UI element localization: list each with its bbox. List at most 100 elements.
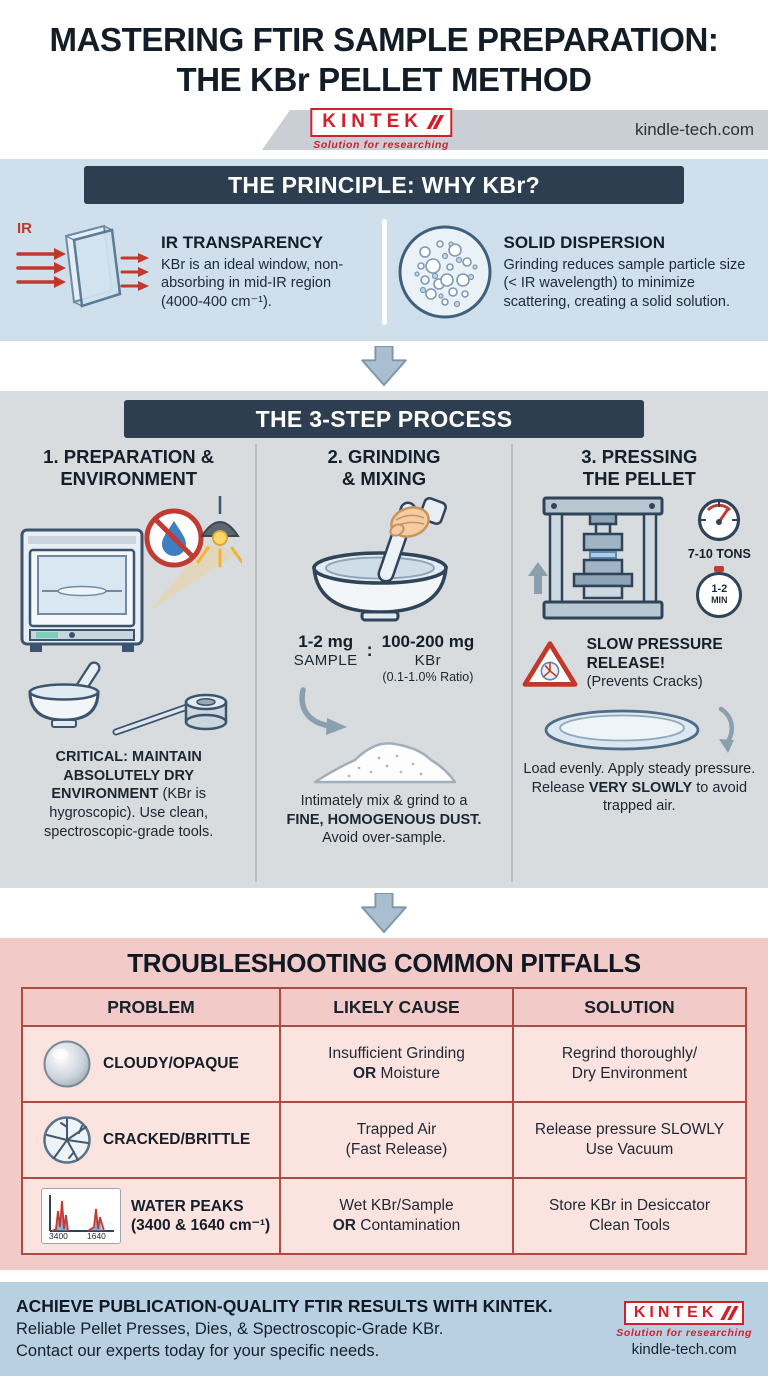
kintek-logo: KINTEK Solution for researching (616, 1300, 752, 1339)
ratio-note: (0.1-1.0% Ratio) (382, 669, 474, 684)
problem-line1: WATER PEAKS (131, 1197, 244, 1215)
website-text: kindle-tech.com (634, 120, 754, 139)
step-2-title: 2. GRINDING & MIXING (265, 446, 502, 490)
kintek-logo-box: KINTEK (310, 108, 453, 137)
cause-bold: OR (332, 1217, 356, 1234)
flow-arrow-zone (0, 888, 768, 938)
cause-line: (Fast Release) (345, 1141, 448, 1158)
peak-wavenumber-label: 1640 (87, 1230, 106, 1241)
solid-dispersion-text: SOLID DISPERSION Grinding reduces sample… (504, 233, 755, 312)
process-columns: 1. PREPARATION & ENVIRONMENT (0, 444, 768, 882)
press-gauges: 7-10 TONS 1-2 MIN (688, 494, 751, 618)
logo-slashes-icon (720, 1305, 739, 1320)
step-3-title: 3. PRESSING THE PELLET (521, 446, 758, 490)
principle-columns: IR (0, 209, 768, 335)
step-3-caption: Load evenly. Apply steady pressure. Rele… (521, 760, 758, 817)
solid-dispersion-body: Grinding reduces sample particle size (<… (503, 256, 746, 310)
table-row-cloudy: CLOUDY/OPAQUE Insufficient Grinding OR M… (21, 1025, 747, 1103)
step-3-caption-post: to avoid trapped air. (603, 779, 748, 815)
ir-window-figure: IR (14, 220, 152, 324)
kbr-ratio-part: 100-200 mg KBr (0.1-1.0% Ratio) (382, 632, 475, 684)
step-3-pressing: 3. PRESSING THE PELLET (510, 444, 766, 882)
footer-headline: ACHIEVE PUBLICATION-QUALITY FTIR RESULTS… (16, 1296, 553, 1317)
heat-lamp-icon (196, 495, 242, 568)
ir-transparency-body: KBr is an ideal window, non-absorbing in… (161, 256, 344, 310)
problem-cell: CRACKED/BRITTLE (21, 1101, 281, 1179)
table-header-row: PROBLEM LIKELY CAUSE SOLUTION (21, 987, 747, 1027)
column-header-cause: LIKELY CAUSE (279, 987, 514, 1027)
step-2-caption: Intimately mix & grind to a FINE, HOMOGE… (265, 792, 502, 849)
footer-subline-1: Reliable Pellet Presses, Dies, & Spectro… (16, 1320, 444, 1339)
timer-icon: 1-2 MIN (696, 571, 743, 618)
cause-cell: Insufficient Grinding OR Moisture (279, 1025, 514, 1103)
table-row-cracked: CRACKED/BRITTLE Trapped Air (Fast Releas… (21, 1101, 747, 1179)
solution-cell: Regrind thoroughly/ Dry Environment (512, 1025, 747, 1103)
step-1-caption: CRITICAL: MAINTAIN ABSOLUTELY DRY ENVIRO… (10, 748, 247, 842)
title-line-2: THE KBr PELLET METHOD (176, 60, 592, 98)
press-figure-row: 7-10 TONS 1-2 MIN (521, 494, 758, 624)
solution-line: Regrind thoroughly/ (561, 1044, 698, 1062)
step-2-caption-bold: FINE, HOMOGENOUS DUST. (286, 811, 482, 828)
process-section: THE 3-STEP PROCESS 1. PREPARATION & ENVI… (0, 391, 768, 888)
cloudy-pellet-icon (43, 1040, 91, 1088)
spacer (0, 1270, 768, 1282)
hydraulic-press-icon (527, 496, 664, 620)
column-divider (381, 219, 387, 325)
solution-line: Store KBr in Desiccator (548, 1196, 711, 1214)
header: MASTERING FTIR SAMPLE PREPARATION: THE K… (0, 0, 768, 106)
problem-label: CRACKED/BRITTLE (103, 1131, 251, 1149)
kintek-wordmark: KINTEK (322, 111, 424, 132)
logo-slashes-icon (426, 115, 444, 129)
step-3-caption-pre: Load evenly. Apply steady pressure. Rele… (523, 760, 756, 796)
step-1-caption-bold: CRITICAL: MAINTAIN ABSOLUTELY DRY ENVIRO… (51, 748, 202, 803)
timer-unit: MIN (711, 594, 728, 605)
step-1-title: 1. PREPARATION & ENVIRONMENT (10, 446, 247, 490)
down-arrow-icon (361, 893, 407, 933)
cause-cell: Wet KBr/Sample OR Contamination (279, 1177, 514, 1255)
step-2-caption-line1: Intimately mix & grind to a (300, 792, 468, 809)
no-moisture-icon (144, 508, 204, 568)
solution-cell: Store KBr in Desiccator Clean Tools (512, 1177, 747, 1255)
ir-transparency-title: IR TRANSPARENCY (161, 232, 324, 252)
kintek-tagline: Solution for researching (616, 1326, 752, 1339)
dispersion-icon (398, 225, 491, 319)
water-spectrum-icon: 3400 1640 (41, 1188, 121, 1244)
principle-section: THE PRINCIPLE: WHY KBr? IR (0, 159, 768, 341)
brand-band: KINTEK Solution for researching kindle-t… (0, 106, 768, 154)
problem-label: WATER PEAKS (3400 & 1640 cm⁻¹) (131, 1197, 270, 1236)
problem-label: CLOUDY/OPAQUE (103, 1055, 239, 1073)
kintek-wordmark: KINTEK (633, 1303, 718, 1321)
kintek-logo: KINTEK Solution for researching (310, 108, 453, 151)
step-3-title-line1: 3. PRESSING (581, 446, 698, 467)
drying-oven-icon (20, 495, 242, 652)
mortar-tools-icon (28, 661, 227, 736)
column-header-solution: SOLUTION (512, 987, 747, 1027)
peak-wavenumber-label: 3400 (49, 1230, 68, 1241)
cause-line: Wet KBr/Sample (339, 1196, 454, 1214)
step-1-title-line1: 1. PREPARATION & (43, 446, 215, 467)
pellet-figure-row (521, 704, 758, 754)
solution-cell: Release pressure SLOWLY Use Vacuum (512, 1101, 747, 1179)
powder-pile-icon (313, 741, 457, 783)
ir-transparency-block: IR (8, 209, 380, 335)
release-arrow-icon (718, 706, 734, 753)
troubleshooting-table: PROBLEM LIKELY CAUSE SOLUTION (21, 987, 747, 1255)
ir-transparency-icon (16, 224, 149, 308)
cause-line: OR Moisture (287, 1064, 506, 1084)
tons-label: 7-10 TONS (687, 546, 751, 561)
warning-triangle-icon (522, 640, 578, 687)
step-2-title-line2: & MIXING (341, 467, 427, 489)
problem-cell: CLOUDY/OPAQUE (21, 1025, 281, 1103)
column-header-problem: PROBLEM (21, 987, 281, 1027)
cause-line: OR Contamination (287, 1216, 506, 1236)
cause-line: Insufficient Grinding (328, 1044, 465, 1062)
table-row-water-peaks: 3400 1640 WATER PEAKS (3400 & 1640 cm⁻¹)… (21, 1177, 747, 1255)
kbr-amount: 100-200 mg (381, 631, 475, 651)
cause-line: Trapped Air (356, 1120, 437, 1138)
step-2-title-line1: 2. GRINDING (327, 446, 441, 467)
cause-rest: Moisture (376, 1065, 440, 1082)
solid-dispersion-title: SOLID DISPERSION (503, 232, 666, 252)
ir-transparency-text: IR TRANSPARENCY KBr is an ideal window, … (161, 233, 374, 312)
solution-line: Dry Environment (571, 1065, 688, 1082)
